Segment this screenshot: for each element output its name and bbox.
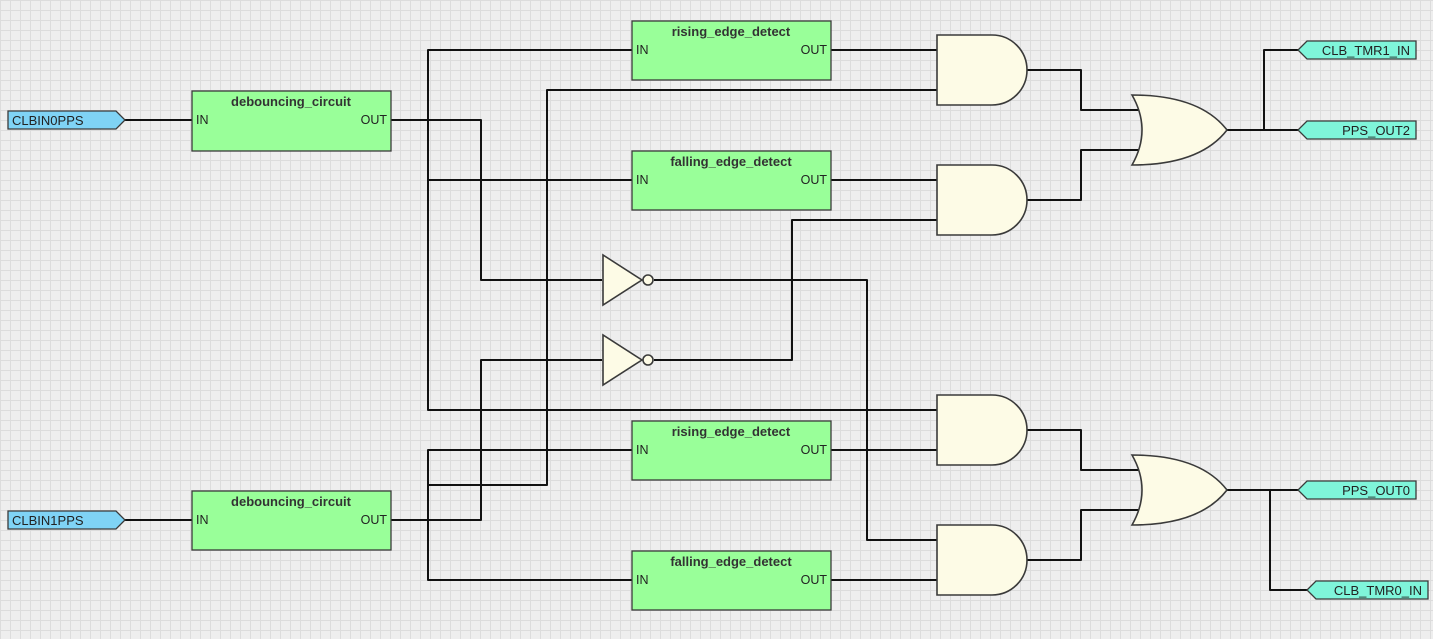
block-port-in: IN: [636, 173, 649, 187]
or-gate-bottom[interactable]: [1130, 454, 1229, 526]
wire-not-b-and-b[interactable]: [654, 219, 937, 361]
input-pin-clbin1pps[interactable]: CLBIN1PPS: [7, 510, 126, 530]
block-title: debouncing_circuit: [231, 494, 352, 509]
block-rising-edge-detect-0[interactable]: rising_edge_detect IN OUT: [631, 20, 832, 81]
block-port-in: IN: [196, 513, 209, 527]
output-pin-label: PPS_OUT2: [1342, 123, 1410, 138]
block-port-in: IN: [636, 443, 649, 457]
block-port-out: OUT: [801, 443, 828, 457]
block-debouncing-circuit-1[interactable]: debouncing_circuit IN OUT: [191, 490, 392, 551]
block-port-out: OUT: [801, 43, 828, 57]
output-pin-pps-out2[interactable]: PPS_OUT2: [1297, 120, 1417, 140]
block-port-out: OUT: [801, 573, 828, 587]
output-pin-clb-tmr0-in[interactable]: CLB_TMR0_IN: [1306, 580, 1429, 600]
block-rising-edge-detect-1[interactable]: rising_edge_detect IN OUT: [631, 420, 832, 481]
block-port-in: IN: [636, 573, 649, 587]
block-debouncing-circuit-0[interactable]: debouncing_circuit IN OUT: [191, 90, 392, 152]
block-port-in: IN: [636, 43, 649, 57]
wire-deb1-rising1[interactable]: [427, 449, 632, 520]
wire-and-b-or-top[interactable]: [1027, 149, 1140, 201]
block-port-in: IN: [196, 113, 209, 127]
block-port-out: OUT: [361, 113, 388, 127]
output-pin-label: CLB_TMR1_IN: [1322, 43, 1410, 58]
block-port-out: OUT: [361, 513, 388, 527]
not-gate-a[interactable]: [602, 253, 654, 307]
and-gate-d[interactable]: [936, 524, 1028, 596]
wire-or-bottom-tmr0[interactable]: [1269, 490, 1307, 591]
block-port-out: OUT: [801, 173, 828, 187]
block-falling-edge-detect-0[interactable]: falling_edge_detect IN OUT: [631, 150, 832, 211]
block-falling-edge-detect-1[interactable]: falling_edge_detect IN OUT: [631, 550, 832, 611]
wire-or-top-tmr1[interactable]: [1263, 49, 1307, 130]
input-pin-label: CLBIN1PPS: [12, 513, 84, 528]
wire-deb0-falling0[interactable]: [427, 120, 632, 181]
and-gate-c[interactable]: [936, 394, 1028, 466]
wire-deb0-out[interactable]: [391, 119, 602, 281]
or-gate-top[interactable]: [1130, 94, 1229, 166]
wire-and-c-or-bottom[interactable]: [1027, 429, 1140, 471]
output-pin-clb-tmr1-in[interactable]: CLB_TMR1_IN: [1297, 40, 1417, 60]
wire-deb1-out-not-b[interactable]: [391, 359, 602, 521]
block-title: rising_edge_detect: [672, 24, 791, 39]
input-pin-label: CLBIN0PPS: [12, 113, 84, 128]
wire-and-a-or-top[interactable]: [1027, 69, 1140, 111]
output-pin-label: CLB_TMR0_IN: [1334, 583, 1422, 598]
wire-deb0-and-c[interactable]: [427, 180, 937, 411]
output-pin-pps-out0[interactable]: PPS_OUT0: [1297, 480, 1417, 500]
block-title: debouncing_circuit: [231, 94, 352, 109]
wires: [125, 49, 1307, 591]
wire-deb1-falling1[interactable]: [427, 520, 632, 581]
wire-deb1-and-a[interactable]: [428, 89, 937, 486]
wire-and-d-or-bottom[interactable]: [1027, 509, 1140, 561]
block-title: rising_edge_detect: [672, 424, 791, 439]
input-pin-clbin0pps[interactable]: CLBIN0PPS: [7, 110, 126, 130]
and-gate-b[interactable]: [936, 164, 1028, 236]
wire-deb0-rising0[interactable]: [427, 49, 632, 120]
output-pin-label: PPS_OUT0: [1342, 483, 1410, 498]
and-gate-a[interactable]: [936, 34, 1028, 106]
block-title: falling_edge_detect: [670, 154, 792, 169]
not-gate-b[interactable]: [602, 333, 654, 387]
wire-not-a-and-d[interactable]: [654, 279, 937, 541]
block-title: falling_edge_detect: [670, 554, 792, 569]
